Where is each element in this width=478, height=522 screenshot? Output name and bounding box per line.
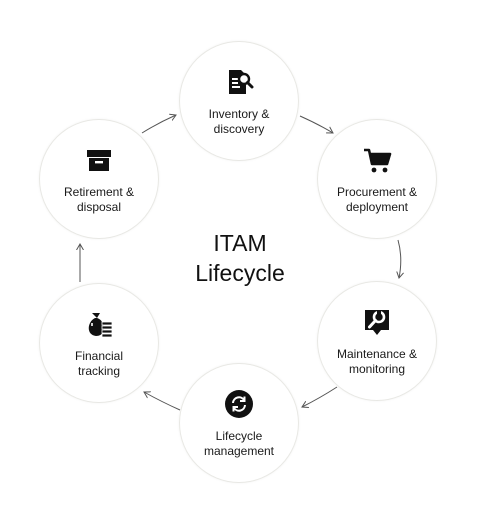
arrow-retirement-to-inventory [141, 115, 176, 134]
money-bag-icon [82, 307, 116, 341]
node-inventory-discovery: Inventory & discovery [180, 42, 298, 160]
node-label: Maintenance & monitoring [336, 347, 418, 376]
node-label: Lifecycle management [203, 429, 275, 458]
document-search-icon [222, 65, 256, 99]
archive-box-icon [82, 143, 116, 177]
diagram-title: ITAM Lifecycle [195, 230, 285, 286]
node-label: Financial tracking [74, 349, 124, 378]
refresh-cycle-icon [222, 387, 256, 421]
node-label: Procurement & deployment [336, 185, 418, 214]
node-maintenance-monitoring: Maintenance & monitoring [318, 282, 436, 400]
node-label: Retirement & disposal [63, 185, 135, 214]
arrow-lifecycle-to-financial [144, 392, 181, 411]
node-retirement-disposal: Retirement & disposal [40, 120, 158, 238]
node-label: Inventory & discovery [208, 107, 270, 136]
arrow-procurement-to-maintenance [398, 239, 401, 278]
node-lifecycle-management: Lifecycle management [180, 364, 298, 482]
arrow-maintenance-to-lifecycle [302, 386, 338, 407]
node-financial-tracking: Financial tracking [40, 284, 158, 402]
node-procurement-deployment: Procurement & deployment [318, 120, 436, 238]
shopping-cart-icon [360, 143, 394, 177]
wrench-icon [360, 305, 394, 339]
arrow-inventory-to-procurement [299, 115, 333, 133]
